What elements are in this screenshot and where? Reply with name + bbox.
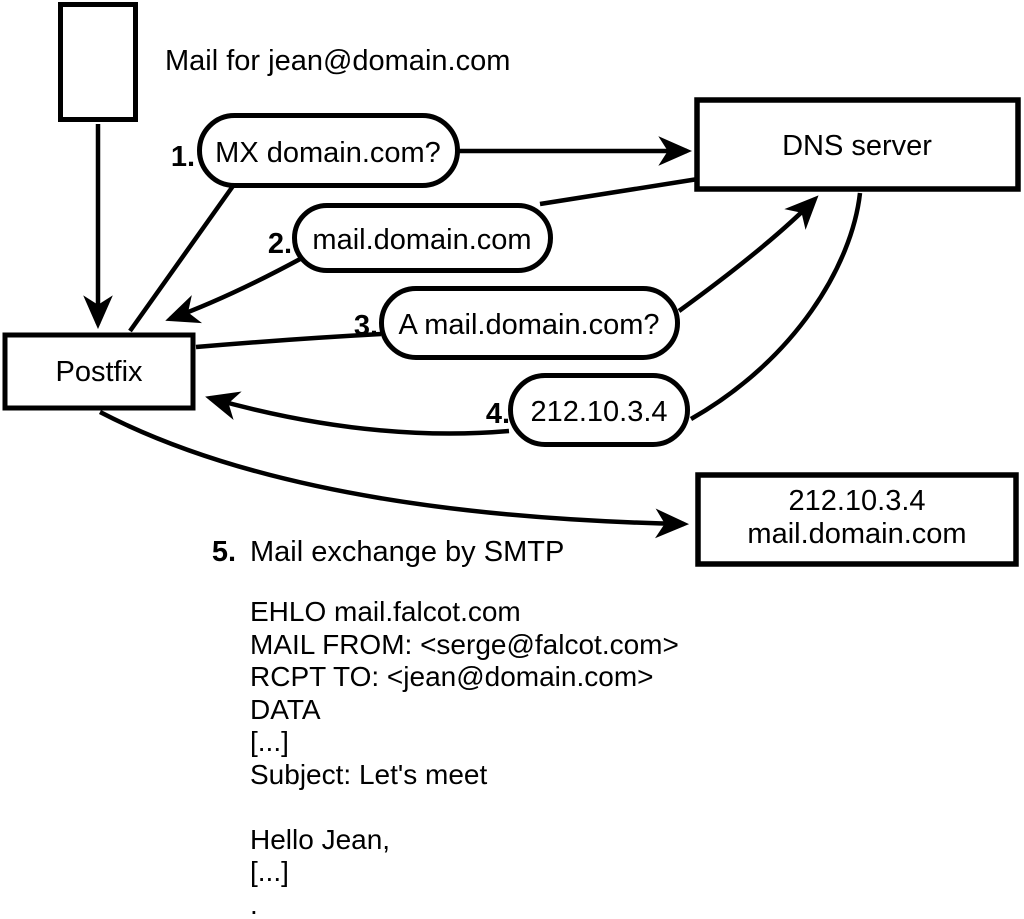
line-dns-to-step2: [539, 176, 699, 207]
dns-server-label: DNS server: [782, 130, 932, 162]
mail-server-box: [695, 472, 1019, 567]
line-dns-to-step4: [689, 192, 863, 421]
smtp-line: [...]: [250, 856, 289, 887]
step5-number: 5.: [212, 536, 236, 568]
arrow-step3-to-dns: [677, 195, 819, 313]
mail-server-ip: 212.10.3.4: [788, 485, 925, 517]
step4-label: 212.10.3.4: [530, 396, 667, 428]
step2-bubble: [292, 203, 553, 273]
line-postfix-to-step3: [195, 331, 382, 350]
mail-server-hostname: mail.domain.com: [747, 518, 966, 550]
incoming-message-box: [58, 2, 138, 122]
connectors: [83, 124, 863, 539]
smtp-line: DATA: [250, 694, 321, 725]
arrow-step2-to-postfix: [165, 256, 304, 324]
step2-number: 2.: [268, 228, 292, 260]
smtp-line: [...]: [250, 726, 289, 757]
arrow-step4-to-postfix: [205, 391, 510, 436]
node-labels: Mail for jean@domain.com Postfix DNS ser…: [55, 45, 966, 550]
step3-label: A mail.domain.com?: [398, 309, 659, 341]
smtp-line: EHLO mail.falcot.com: [250, 596, 521, 627]
line-postfix-to-step1: [128, 184, 235, 333]
step1-bubble: [197, 113, 460, 188]
step5-label: Mail exchange by SMTP: [250, 536, 564, 568]
arrow-postfix-to-mail-server: [98, 410, 690, 539]
smtp-line: .: [250, 889, 258, 919]
step3-bubble: [379, 286, 680, 360]
step-labels: 1. MX domain.com? 2. mail.domain.com 3. …: [171, 137, 668, 568]
smtp-line: Hello Jean,: [250, 824, 390, 855]
smtp-line: MAIL FROM: <serge@falcot.com>: [250, 629, 679, 660]
postfix-label: Postfix: [55, 356, 143, 388]
step4-bubble: [508, 373, 690, 447]
step4-number: 4.: [486, 398, 510, 430]
smtp-line: Subject: Let's meet: [250, 759, 487, 790]
smtp-line: RCPT TO: <jean@domain.com>: [250, 661, 654, 692]
postfix-box: [2, 332, 196, 411]
node-shapes: [2, 2, 1021, 567]
step3-number: 3.: [354, 310, 378, 342]
dns-server-box: [694, 97, 1021, 192]
incoming-mail-note: Mail for jean@domain.com: [165, 45, 510, 77]
step1-number: 1.: [171, 141, 195, 173]
smtp-session-block: EHLO mail.falcot.com MAIL FROM: <serge@f…: [250, 596, 679, 919]
step2-label: mail.domain.com: [312, 224, 531, 256]
step1-label: MX domain.com?: [215, 137, 441, 169]
